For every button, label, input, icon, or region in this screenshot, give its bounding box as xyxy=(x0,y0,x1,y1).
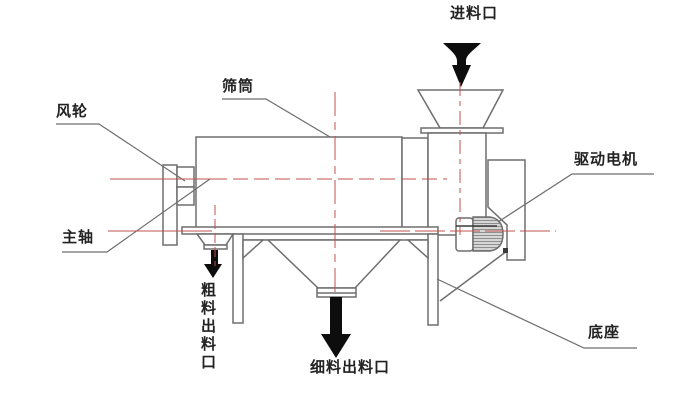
stand-left-leg xyxy=(232,233,244,324)
leader-drive-motor xyxy=(497,173,654,223)
label-fine-outlet: 细料出料口 xyxy=(310,360,391,376)
leader-sieve-drum xyxy=(222,98,331,138)
strut-joint-dot xyxy=(503,248,508,253)
motor-support-casing xyxy=(487,159,526,261)
label-coarse-outlet: 粗料出料口 xyxy=(199,282,215,372)
wind-wheel-end-plate xyxy=(162,164,178,246)
machine-structure xyxy=(162,89,526,326)
label-base: 底座 xyxy=(588,325,621,341)
coarse-outlet-arrow-head xyxy=(204,264,222,278)
label-main-shaft: 主轴 xyxy=(62,230,95,246)
motor-end-cap xyxy=(455,217,474,252)
leader-base xyxy=(436,278,637,349)
label-drive-motor: 驱动电机 xyxy=(574,152,639,168)
fine-outlet-arrow-shaft xyxy=(330,297,342,334)
sieve-drum-body xyxy=(195,136,403,229)
label-feed-inlet: 进料口 xyxy=(450,6,499,22)
centerlines xyxy=(108,82,556,297)
fine-outlet-arrow-head xyxy=(321,334,351,358)
drum-duct-transition xyxy=(401,137,429,229)
right-leg-gusset xyxy=(406,239,429,260)
leader-main-shaft xyxy=(62,178,211,253)
left-leg-gusset xyxy=(242,239,265,260)
label-wind-wheel: 风轮 xyxy=(56,104,89,120)
leader-wind-wheel xyxy=(56,123,186,182)
stand-right-leg xyxy=(427,233,439,326)
label-sieve-drum: 筛筒 xyxy=(222,79,255,95)
motor-strut xyxy=(439,250,508,302)
feed-inlet-arrow xyxy=(443,43,481,87)
leader-lines xyxy=(56,98,654,349)
